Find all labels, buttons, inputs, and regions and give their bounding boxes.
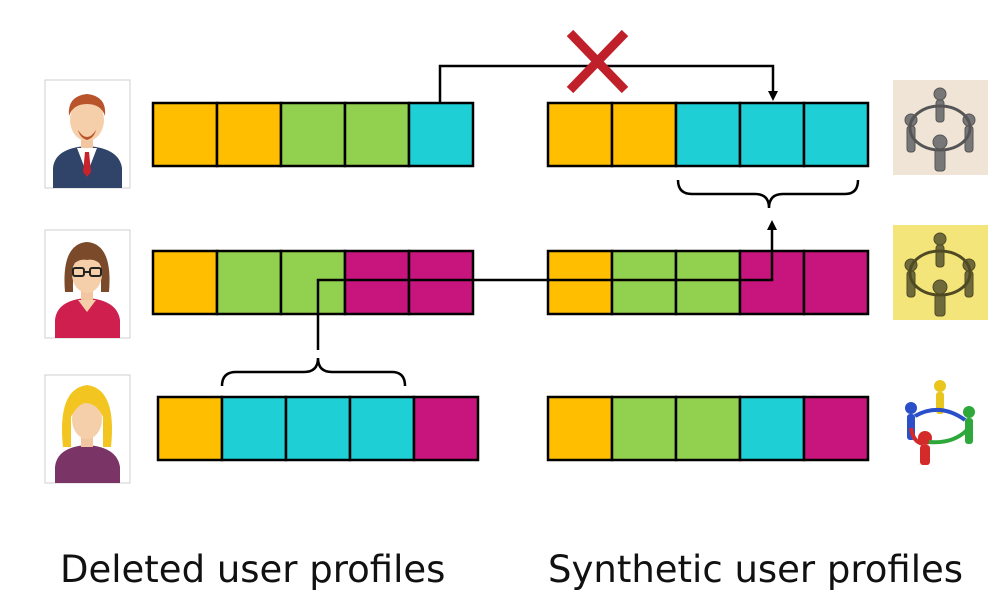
colorful-figures-circle-icon xyxy=(893,372,988,467)
profile-cell-green xyxy=(674,395,742,462)
synthetic-profiles-caption: Synthetic user profiles xyxy=(548,548,964,591)
profile-cell-cyan xyxy=(738,395,806,462)
profile-cell-green xyxy=(279,101,347,168)
brace-synthetic-row1 xyxy=(676,179,860,209)
brace-deleted-row3 xyxy=(220,357,407,387)
profile-cell-magenta xyxy=(412,395,480,462)
profile-cell-magenta xyxy=(407,249,475,316)
profile-cell-orange xyxy=(546,395,614,462)
deleted-profiles-caption: Deleted user profiles xyxy=(60,548,446,591)
profile-cell-magenta xyxy=(802,249,870,316)
profile-cell-magenta xyxy=(802,395,870,462)
profile-cell-green xyxy=(215,249,283,316)
profile-cell-cyan xyxy=(284,395,352,462)
profile-cell-cyan xyxy=(802,101,870,168)
deleted-profile-bar-1 xyxy=(151,101,475,168)
synthetic-profile-bar-3 xyxy=(546,395,870,462)
profile-cell-orange xyxy=(215,101,283,168)
profile-cell-cyan xyxy=(738,101,806,168)
yellow-figures-circle-icon xyxy=(893,225,988,320)
profile-cell-orange xyxy=(151,101,219,168)
profile-cell-cyan xyxy=(674,101,742,168)
profile-cell-orange xyxy=(151,249,219,316)
profile-cell-orange xyxy=(156,395,224,462)
profile-cell-green xyxy=(674,249,742,316)
profile-cell-orange xyxy=(610,101,678,168)
profile-cell-orange xyxy=(546,101,614,168)
profile-cell-cyan xyxy=(348,395,416,462)
deleted-profile-bar-3 xyxy=(156,395,480,462)
profile-cell-green xyxy=(279,249,347,316)
profile-cell-cyan xyxy=(407,101,475,168)
gray-figures-circle-icon xyxy=(893,80,988,175)
profile-cell-green xyxy=(610,395,678,462)
transfer-arrow-bottom xyxy=(316,220,777,350)
profile-cell-cyan xyxy=(220,395,288,462)
woman-with-glasses-icon xyxy=(44,229,131,339)
synthetic-profile-bar-1 xyxy=(546,101,870,168)
profile-cell-green xyxy=(343,101,411,168)
blonde-woman-icon xyxy=(44,374,131,484)
profile-cell-magenta xyxy=(343,249,411,316)
cross-icon xyxy=(566,29,629,94)
synthetic-profile-bar-2 xyxy=(546,249,870,316)
profile-cell-orange xyxy=(546,249,614,316)
man-in-suit-icon xyxy=(44,79,131,189)
deleted-profile-bar-2 xyxy=(151,249,475,316)
profile-cell-green xyxy=(610,249,678,316)
